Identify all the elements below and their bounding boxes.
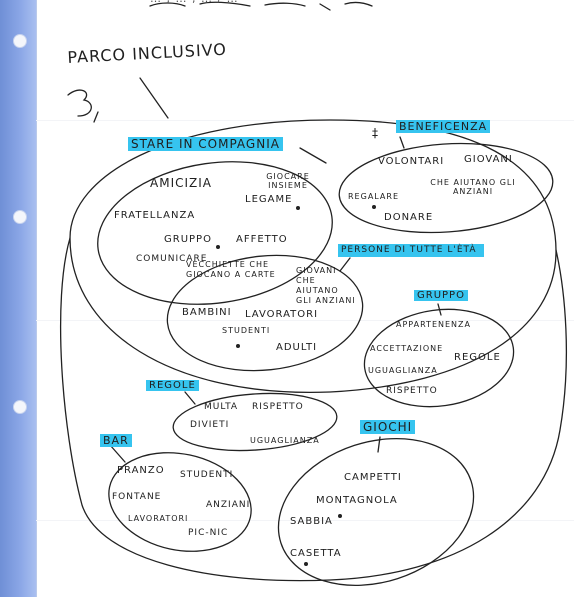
item-appartenenza: APPARTENENZA: [396, 320, 471, 329]
item-lavoratori-p: LAVORATORI: [245, 309, 319, 320]
item-uguaglianza-g: UGUAGLIANZA: [368, 366, 438, 375]
item-anziani: ANZIANI: [206, 500, 251, 510]
bullet: [296, 206, 300, 210]
pointer-persone: [339, 257, 351, 272]
item-giovani-b: GIOVANI: [464, 154, 513, 165]
binder-hole: [13, 400, 27, 414]
label-persone: PERSONE DI TUTTE L'ÈTÀ: [338, 244, 484, 257]
item-divieti: DIVIETI: [190, 420, 230, 430]
oval-stare-in-compagnia: [97, 161, 333, 305]
item-volontari: VOLONTARI: [378, 156, 445, 167]
beneficenza-mark: ‡: [372, 126, 379, 140]
pointer-stare: [299, 147, 327, 164]
item-rispetto-g: RISPETTO: [386, 386, 438, 396]
paper-rule: [36, 520, 574, 521]
bullet: [338, 514, 342, 518]
item-lavoratori-b: LAVORATORI: [128, 514, 189, 523]
item-regalare: REGALARE: [348, 192, 400, 201]
pointer-giochi: [377, 436, 381, 453]
item-pranzo: PRANZO: [117, 465, 165, 476]
label-regole: REGOLE: [146, 380, 199, 391]
label-bar: BAR: [100, 434, 132, 447]
item-giovani-p: GIOVANI CHE AIUTANO GLI ANZIANI: [296, 266, 356, 305]
item-casetta: CASETTA: [290, 548, 342, 559]
item-comunicare: COMUNICARE: [136, 254, 208, 264]
binder-hole: [13, 34, 27, 48]
item-gruppo: GRUPPO: [164, 234, 212, 245]
outer-shape-body: [59, 237, 568, 582]
pointer-beneficenza: [399, 136, 405, 149]
item-adulti: ADULTI: [276, 342, 318, 353]
top-scribble: [149, 1, 373, 11]
item-bambini: BAMBINI: [182, 307, 232, 318]
label-gruppo: GRUPPO: [414, 290, 468, 301]
item-studenti-p: STUDENTI: [222, 326, 271, 335]
pointer-regole: [184, 391, 196, 405]
bullet: [304, 562, 308, 566]
item-che-aiutano: CHE AIUTANO GLI ANZIANI: [430, 178, 516, 196]
item-pic-nic: PIC-NIC: [188, 528, 229, 538]
item-amicizia: AMICIZIA: [150, 176, 212, 190]
title-pointer: [139, 77, 169, 119]
label-stare-in-compagnia: STARE IN COMPAGNIA: [128, 137, 283, 151]
item-affetto: AFFETTO: [236, 234, 288, 245]
item-vecchiette: VECCHIETTE CHE GIOCANO A CARTE: [186, 260, 276, 279]
item-montagnola: MONTAGNOLA: [316, 495, 398, 506]
pointer-gruppo: [437, 303, 442, 316]
bullet: [216, 245, 220, 249]
item-fontane: FONTANE: [112, 492, 162, 502]
oval-regole: [172, 392, 338, 452]
item-regole-g: REGOLE: [454, 352, 501, 363]
paper-rule: [36, 320, 574, 321]
item-giocare-insieme: GIOCARE INSIEME: [266, 172, 310, 190]
item-donare: DONARE: [384, 212, 434, 223]
item-multa: MULTA: [204, 402, 239, 412]
item-studenti-b: STUDENTI: [180, 470, 234, 480]
binder-hole: [13, 210, 27, 224]
binder-strip: [0, 0, 37, 597]
oval-bar: [108, 452, 252, 552]
oval-persone: [166, 254, 364, 372]
bullet: [372, 205, 376, 209]
oval-beneficenza: [338, 142, 554, 234]
item-sabbia: SABBIA: [290, 516, 333, 527]
item-fratellanza: FRATELLANZA: [114, 210, 196, 221]
item-rispetto-r: RISPETTO: [252, 402, 304, 412]
bullet: [236, 344, 240, 348]
pointer-bar: [109, 444, 126, 463]
number-three: [67, 89, 99, 123]
top-scribble-text: … , … , … / …: [150, 0, 239, 5]
label-beneficenza: BENEFICENZA: [396, 120, 491, 133]
oval-gruppo: [363, 308, 515, 408]
item-legame: LEGAME: [245, 194, 293, 205]
oval-giochi: [277, 437, 475, 587]
item-campetti: CAMPETTI: [344, 472, 402, 483]
item-accettazione: ACCETTAZIONE: [370, 344, 444, 353]
item-uguaglianza-r: UGUAGLIANZA: [250, 436, 320, 445]
label-giochi: GIOCHI: [360, 420, 416, 434]
